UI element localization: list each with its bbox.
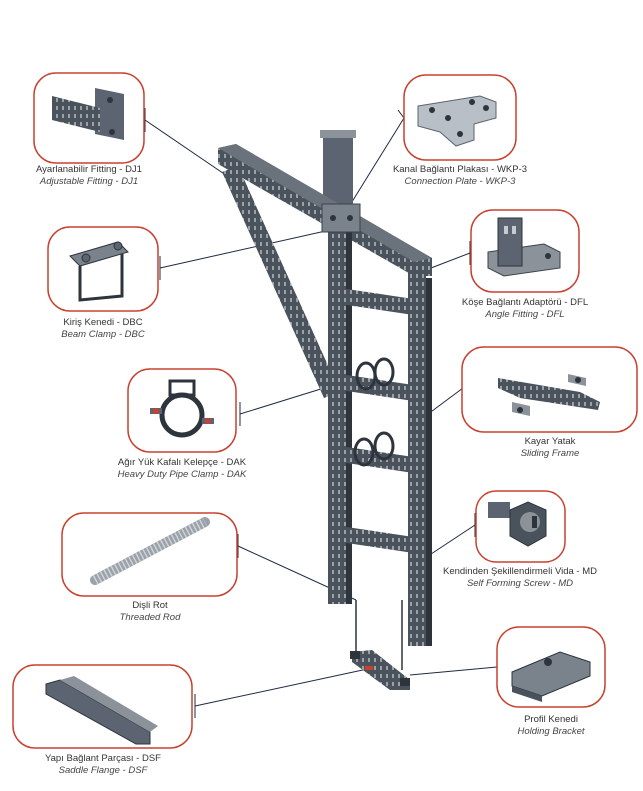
leader-line-dfl — [430, 252, 471, 269]
caption-md-en: Self Forming Screw - MD — [466, 578, 574, 589]
caption-dak-en: Heavy Duty Pipe Clamp - DAK — [117, 469, 247, 480]
caption-bracket-en: Holding Bracket — [517, 726, 585, 737]
caption-dsf-en: Saddle Flange - DSF — [58, 765, 148, 776]
leader-line-dj1 — [144, 119, 237, 183]
saddle-flange-icon — [45, 676, 158, 745]
caption-bracket: Profil Kenedi Holding Bracket — [491, 714, 611, 738]
caption-dj1: Ayarlanabilir Fitting - DJ1 Adjustable F… — [4, 164, 174, 188]
support-frame — [218, 130, 432, 690]
self-forming-screw-icon — [488, 501, 547, 547]
adjustable-fitting-icon — [52, 88, 124, 140]
caption-dbc-en: Beam Clamp - DBC — [61, 329, 145, 340]
caption-rod: Dişli Rot Threaded Rod — [100, 600, 200, 624]
caption-wkp3-tr: Kanal Bağlantı Plakası - WKP-3 — [392, 164, 528, 175]
caption-dsf: Yapı Bağlant Parçası - DSF Saddle Flange… — [13, 753, 193, 777]
pipe-clamp-icon — [150, 379, 214, 438]
frame-dak — [127, 368, 237, 453]
leader-line-dbc — [159, 229, 331, 269]
caption-wkp3-en: Connection Plate - WKP-3 — [404, 176, 516, 187]
caption-dfl: Köşe Bağlantı Adaptörü - DFL Angle Fitti… — [430, 297, 620, 321]
holding-bracket-icon — [511, 651, 591, 702]
caption-sliding-tr: Kayar Yatak — [524, 436, 576, 447]
caption-rod-en: Threaded Rod — [119, 612, 181, 623]
threaded-rod-icon — [90, 517, 210, 585]
caption-dfl-tr: Köşe Bağlantı Adaptörü - DFL — [461, 297, 589, 308]
caption-dsf-tr: Yapı Bağlant Parçası - DSF — [45, 753, 161, 764]
caption-rod-tr: Dişli Rot — [132, 600, 168, 611]
leader-line-bracket — [409, 666, 498, 676]
caption-dj1-en: Adjustable Fitting - DJ1 — [39, 176, 139, 187]
frame-dbc — [47, 226, 159, 312]
leader-line-dak — [239, 387, 325, 415]
beam-clamp-icon — [69, 241, 129, 302]
caption-md-tr: Kendinden Şekillendirmeli Vida - MD — [442, 566, 597, 577]
caption-sliding-en: Sliding Frame — [520, 448, 580, 459]
caption-dfl-en: Angle Fitting - DFL — [485, 309, 565, 320]
leader-line-dsf — [194, 667, 373, 707]
leader-line-md — [424, 524, 476, 559]
leader-line-wkp3 — [349, 117, 405, 206]
sliding-frame-icon — [498, 374, 600, 416]
angle-fitting-icon — [487, 217, 561, 277]
caption-dbc: Kiriş Kenedi - DBC Beam Clamp - DBC — [23, 317, 183, 341]
caption-dak: Ağır Yük Kafalı Kelepçe - DAK Heavy Duty… — [92, 457, 272, 481]
connection-plate-icon — [417, 95, 497, 147]
caption-dj1-tr: Ayarlanabilir Fitting - DJ1 — [36, 164, 142, 175]
caption-sliding: Kayar Yatak Sliding Frame — [470, 436, 630, 460]
caption-bracket-tr: Profil Kenedi — [524, 714, 578, 725]
caption-wkp3: Kanal Bağlantı Plakası - WKP-3 Connectio… — [370, 164, 550, 188]
caption-md: Kendinden Şekillendirmeli Vida - MD Self… — [410, 566, 630, 590]
caption-dbc-tr: Kiriş Kenedi - DBC — [63, 317, 143, 328]
caption-dak-tr: Ağır Yük Kafalı Kelepçe - DAK — [117, 457, 247, 468]
